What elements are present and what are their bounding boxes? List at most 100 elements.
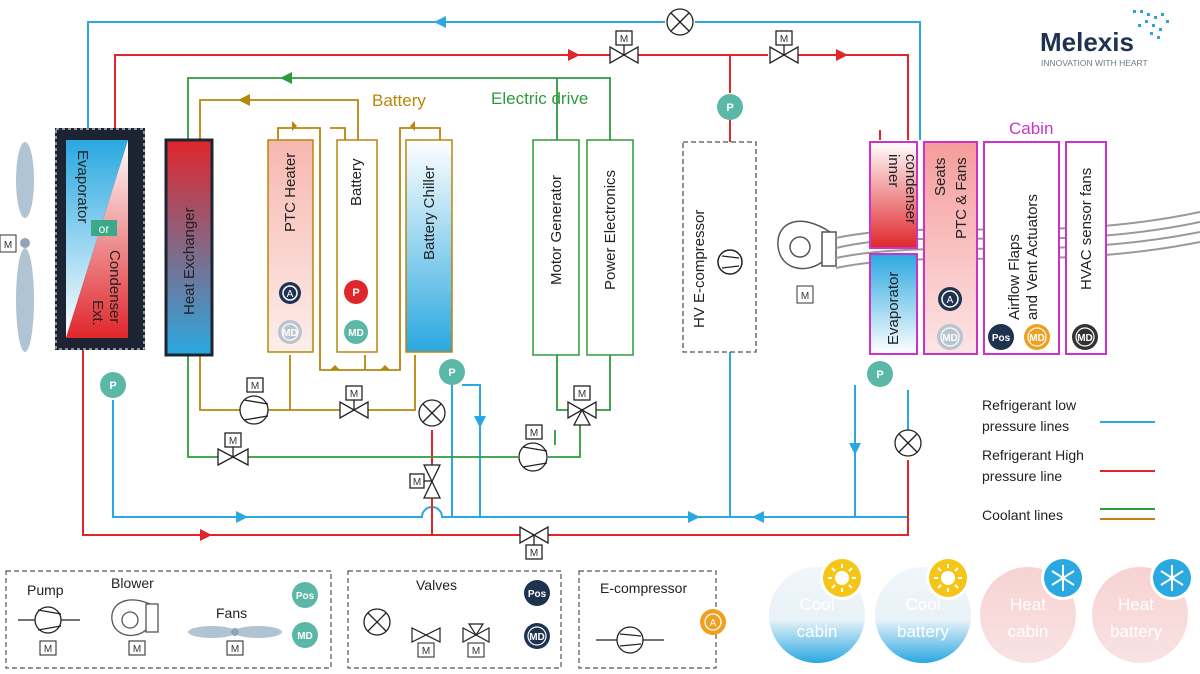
power-electronics: Power Electronics	[586, 139, 634, 356]
svg-text:Valves: Valves	[416, 577, 457, 593]
coolant-battery-lines	[199, 99, 441, 411]
svg-text:Cool: Cool	[800, 595, 835, 614]
cabin-group-label: Cabin	[1009, 119, 1053, 138]
svg-text:M: M	[133, 644, 141, 655]
snowflake-icon	[1150, 556, 1194, 600]
brand-name: Melexis	[1040, 27, 1134, 57]
svg-text:M: M	[530, 428, 538, 439]
svg-text:M: M	[801, 291, 809, 302]
svg-text:Pos: Pos	[992, 333, 1011, 344]
svg-text:M: M	[44, 644, 52, 655]
actuator-m-labels: M M M M M M M M M	[229, 34, 788, 559]
svg-text:PTC & Fans: PTC & Fans	[953, 157, 970, 239]
mode-heat-cabin: Heat cabin	[980, 556, 1085, 663]
svg-text:Cool: Cool	[906, 595, 941, 614]
line-legend: Refrigerant low pressure lines Refrigera…	[982, 397, 1155, 523]
svg-text:condenser: condenser	[902, 154, 919, 224]
svg-text:Evaporator: Evaporator	[885, 272, 902, 345]
hv-ecompressor: HV E-compressor P	[682, 94, 757, 353]
svg-text:MD: MD	[297, 631, 313, 642]
svg-text:Heat: Heat	[1010, 595, 1046, 614]
key-ecompressor: E-compressor A	[578, 570, 726, 669]
svg-text:M: M	[780, 34, 788, 45]
svg-text:Airflow Flaps: Airflow Flaps	[1006, 234, 1023, 320]
svg-text:Pos: Pos	[296, 591, 315, 602]
svg-text:M: M	[422, 646, 430, 657]
electric-drive-group-label: Electric drive	[491, 89, 588, 108]
ext-label: Ext.	[89, 300, 106, 326]
svg-text:Pos: Pos	[528, 589, 547, 600]
svg-text:Heat: Heat	[1118, 595, 1154, 614]
svg-text:MD: MD	[1029, 333, 1045, 344]
svg-text:M: M	[251, 381, 259, 392]
ext-evaporator-label: Evaporator	[74, 150, 91, 223]
mode-cool-battery: Cool battery	[875, 556, 971, 663]
ptc-heater: PTC Heater A MD	[267, 139, 314, 353]
svg-text:MD: MD	[529, 632, 545, 643]
svg-text:Refrigerant High: Refrigerant High	[982, 447, 1084, 463]
motor-generator: Motor Generator	[532, 139, 580, 356]
svg-text:MD: MD	[282, 328, 298, 339]
exterior-fan: M	[0, 142, 34, 352]
cabin-blower: M	[777, 220, 837, 304]
svg-text:pressure line: pressure line	[982, 468, 1062, 484]
svg-text:PTC Heater: PTC Heater	[282, 153, 299, 232]
battery-chiller: Battery Chiller P	[405, 139, 465, 385]
svg-text:HV E-compressor: HV E-compressor	[691, 210, 708, 328]
airflow-flaps-actuators: Airflow Flaps and Vent Actuators Pos MD	[983, 141, 1060, 355]
svg-text:A: A	[710, 618, 717, 629]
svg-text:battery: battery	[897, 622, 949, 641]
svg-text:Battery Chiller: Battery Chiller	[421, 166, 438, 260]
svg-text:M: M	[578, 389, 586, 400]
svg-text:Pump: Pump	[27, 582, 64, 598]
svg-text:P: P	[876, 369, 883, 381]
svg-text:Seats: Seats	[932, 158, 949, 196]
svg-text:battery: battery	[1110, 622, 1162, 641]
svg-text:P: P	[448, 367, 455, 379]
svg-text:P: P	[109, 380, 116, 392]
svg-text:M: M	[472, 646, 480, 657]
seats-ptc-fans: Seats PTC & Fans A MD	[923, 141, 978, 355]
battery-group-label: Battery	[372, 91, 426, 110]
heat-exchanger: Heat Exchanger	[164, 138, 214, 357]
svg-text:inner: inner	[885, 154, 902, 187]
svg-text:pressure lines: pressure lines	[982, 418, 1069, 434]
mode-cool-cabin: Cool cabin	[769, 556, 865, 663]
key-valves: Valves M M Pos MD	[347, 570, 562, 669]
sun-icon	[926, 556, 970, 600]
key-pump-blower-fans: Pump Blower Fans M M M Pos MD	[5, 570, 332, 669]
svg-text:A: A	[287, 289, 294, 300]
svg-text:cabin: cabin	[797, 622, 838, 641]
mode-heat-battery: Heat battery	[1092, 556, 1194, 663]
svg-text:P: P	[726, 102, 733, 114]
svg-text:Coolant lines: Coolant lines	[982, 507, 1063, 523]
svg-text:P: P	[352, 287, 359, 299]
or-label: or	[99, 222, 110, 236]
svg-text:M: M	[530, 548, 538, 559]
svg-text:cabin: cabin	[1008, 622, 1049, 641]
svg-text:Refrigerant low: Refrigerant low	[982, 397, 1077, 413]
ext-pressure-sensor: P	[100, 372, 126, 398]
svg-text:Battery: Battery	[348, 158, 365, 206]
svg-text:M: M	[231, 644, 239, 655]
svg-text:Fans: Fans	[216, 605, 247, 621]
svg-text:Power Electronics: Power Electronics	[602, 170, 619, 290]
svg-text:M: M	[350, 389, 358, 400]
inner-condenser: inner condenser	[869, 141, 919, 249]
svg-text:MD: MD	[942, 333, 958, 344]
svg-text:HVAC sensor fans: HVAC sensor fans	[1078, 168, 1095, 290]
external-heat-exchanger: Evaporator or Condenser Ext.	[55, 128, 145, 350]
svg-text:MD: MD	[1077, 333, 1093, 344]
svg-text:and Vent Actuators: and Vent Actuators	[1024, 194, 1041, 320]
svg-text:M: M	[4, 240, 12, 251]
cabin-evaporator: Evaporator P	[867, 253, 918, 387]
svg-text:M: M	[413, 477, 421, 488]
melexis-logo: Melexis INNOVATION WITH HEART	[1040, 10, 1169, 68]
brand-tagline: INNOVATION WITH HEART	[1041, 58, 1148, 68]
hvac-sensor-fans: HVAC sensor fans MD	[1065, 141, 1107, 355]
svg-text:Blower: Blower	[111, 575, 154, 591]
flow-arrows	[200, 16, 861, 541]
sun-icon	[820, 556, 864, 600]
svg-text:M: M	[620, 34, 628, 45]
